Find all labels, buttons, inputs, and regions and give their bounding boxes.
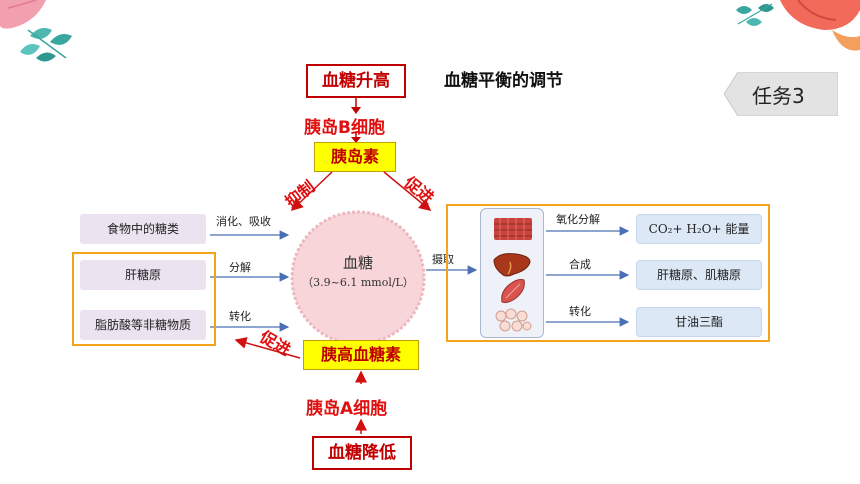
arrow-label-uptake: 摄取 xyxy=(432,253,454,266)
muscle-tissue-icon xyxy=(494,218,532,240)
arrow-label-convert-out: 转化 xyxy=(569,305,591,318)
glucagon-box: 胰高血糖素 xyxy=(303,340,419,370)
output-energy: CO₂+ H₂O+ 能量 xyxy=(636,214,762,244)
arrow-label-oxidize: 氧化分解 xyxy=(556,213,600,226)
arrow-label-synthesize: 合成 xyxy=(569,258,591,271)
task-badge-shape xyxy=(724,72,838,116)
blood-sugar-drop-box: 血糖降低 xyxy=(312,436,412,470)
liver-nonsugar-frame xyxy=(72,252,216,346)
output-frame xyxy=(446,204,770,342)
arrow-label-digest: 消化、吸收 xyxy=(216,215,271,228)
diagram-title: 血糖平衡的调节 xyxy=(444,71,563,91)
blood-sugar-range: （3.9~6.1 mmol/L） xyxy=(302,276,414,289)
blood-sugar-circle-icon xyxy=(290,210,426,346)
task-badge-label: 任务3 xyxy=(752,84,805,108)
blood-sugar-rise-label: 血糖升高 xyxy=(322,71,390,91)
source-non-sugar: 脂肪酸等非糖物质 xyxy=(80,310,206,340)
insulin-box: 胰岛素 xyxy=(314,142,396,172)
arrow-label-decompose: 分解 xyxy=(229,261,251,274)
leaf-decoration-top-left-icon xyxy=(0,0,72,62)
arrow-rise-to-beta-icon xyxy=(351,97,361,114)
blood-sugar-label: 血糖 xyxy=(342,254,373,272)
source-food-carbs: 食物中的糖类 xyxy=(80,214,206,244)
glucagon-label: 胰高血糖素 xyxy=(320,345,401,364)
source-liver-glycogen: 肝糖原 xyxy=(80,260,206,290)
insulin-label: 胰岛素 xyxy=(330,147,379,166)
beta-cell-label: 胰岛B细胞 xyxy=(304,118,385,138)
liver-icon xyxy=(493,253,531,277)
fat-tissue-icon xyxy=(495,308,532,332)
alpha-cell-label: 胰岛A细胞 xyxy=(306,399,388,419)
leaf-decoration-top-right-icon xyxy=(736,0,860,51)
arrow-label-convert-in: 转化 xyxy=(229,310,251,323)
output-glycogen: 肝糖原、肌糖原 xyxy=(636,260,762,290)
skeletal-muscle-icon xyxy=(501,279,525,303)
output-triglyceride: 甘油三酯 xyxy=(636,307,762,337)
arrow-beta-to-insulin-icon xyxy=(351,132,361,143)
blood-sugar-drop-label: 血糖降低 xyxy=(328,443,396,463)
